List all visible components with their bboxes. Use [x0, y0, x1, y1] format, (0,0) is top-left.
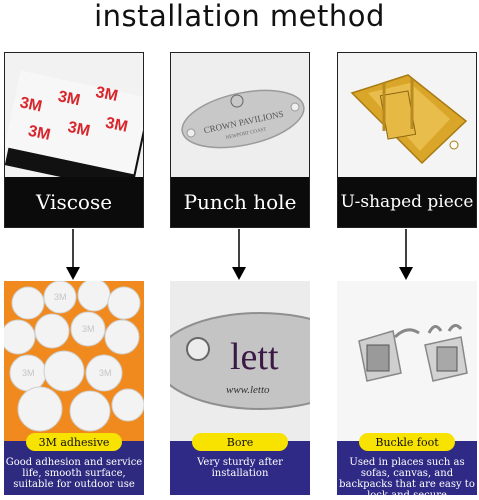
drilled-plate-photo: lett www.letto: [170, 281, 310, 441]
plate-brand-text: lett: [230, 336, 279, 378]
method-label: Viscose: [5, 177, 143, 227]
3m-logo-text: 3M: [22, 368, 35, 378]
adhesive-dots-photo: 3M 3M 3M 3M: [4, 281, 144, 441]
method-card: 3M 3M 3M 3M 3M 3M Viscose: [4, 52, 144, 228]
method-card: U-shaped piece: [337, 52, 477, 228]
3m-logo-text: 3M: [104, 115, 129, 136]
result-panel: 3M 3M 3M 3M 3M adhesive Good adhesion an…: [4, 281, 144, 495]
3m-logo-text: 3M: [66, 119, 91, 140]
3m-logo-text: 3M: [27, 123, 52, 144]
result-label-badge: 3M adhesive: [26, 433, 122, 451]
3m-logo-text: 3M: [54, 292, 67, 302]
result-panel: Buckle foot Used in places such as sofas…: [337, 281, 477, 495]
3m-logo-text: 3M: [18, 94, 43, 115]
result-label-badge: Buckle foot: [359, 433, 455, 451]
method-card: CROWN PAVILIONS NEWPORT COAST Punch hole: [170, 52, 310, 228]
adhesive-tape-photo: 3M 3M 3M 3M 3M 3M: [5, 53, 143, 177]
buckle-foot-photo: [337, 281, 477, 441]
plate-url-text: www.letto: [226, 384, 270, 396]
page-title: installation method: [94, 0, 385, 33]
3m-logo-text: 3M: [56, 88, 81, 109]
method-column-u-shaped-piece: U-shaped piece Buckle foot Used in place…: [337, 52, 477, 495]
method-label: U-shaped piece: [338, 177, 476, 227]
down-arrow-icon: [399, 229, 413, 280]
result-panel: lett www.letto Bore Very sturdy after in…: [170, 281, 310, 495]
down-arrow-icon: [66, 229, 80, 280]
down-arrow-icon: [232, 229, 246, 280]
gold-clip-photo: [338, 53, 476, 177]
result-label-badge: Bore: [192, 433, 288, 451]
metal-plate-photo: CROWN PAVILIONS NEWPORT COAST: [171, 53, 309, 177]
3m-logo-text: 3M: [82, 324, 95, 334]
3m-logo-text: 3M: [94, 84, 119, 105]
method-label: Punch hole: [171, 177, 309, 227]
3m-logo-text: 3M: [99, 368, 112, 378]
method-column-punch-hole: CROWN PAVILIONS NEWPORT COAST Punch hole…: [170, 52, 310, 495]
method-column-viscose: 3M 3M 3M 3M 3M 3M Viscose: [4, 52, 144, 495]
